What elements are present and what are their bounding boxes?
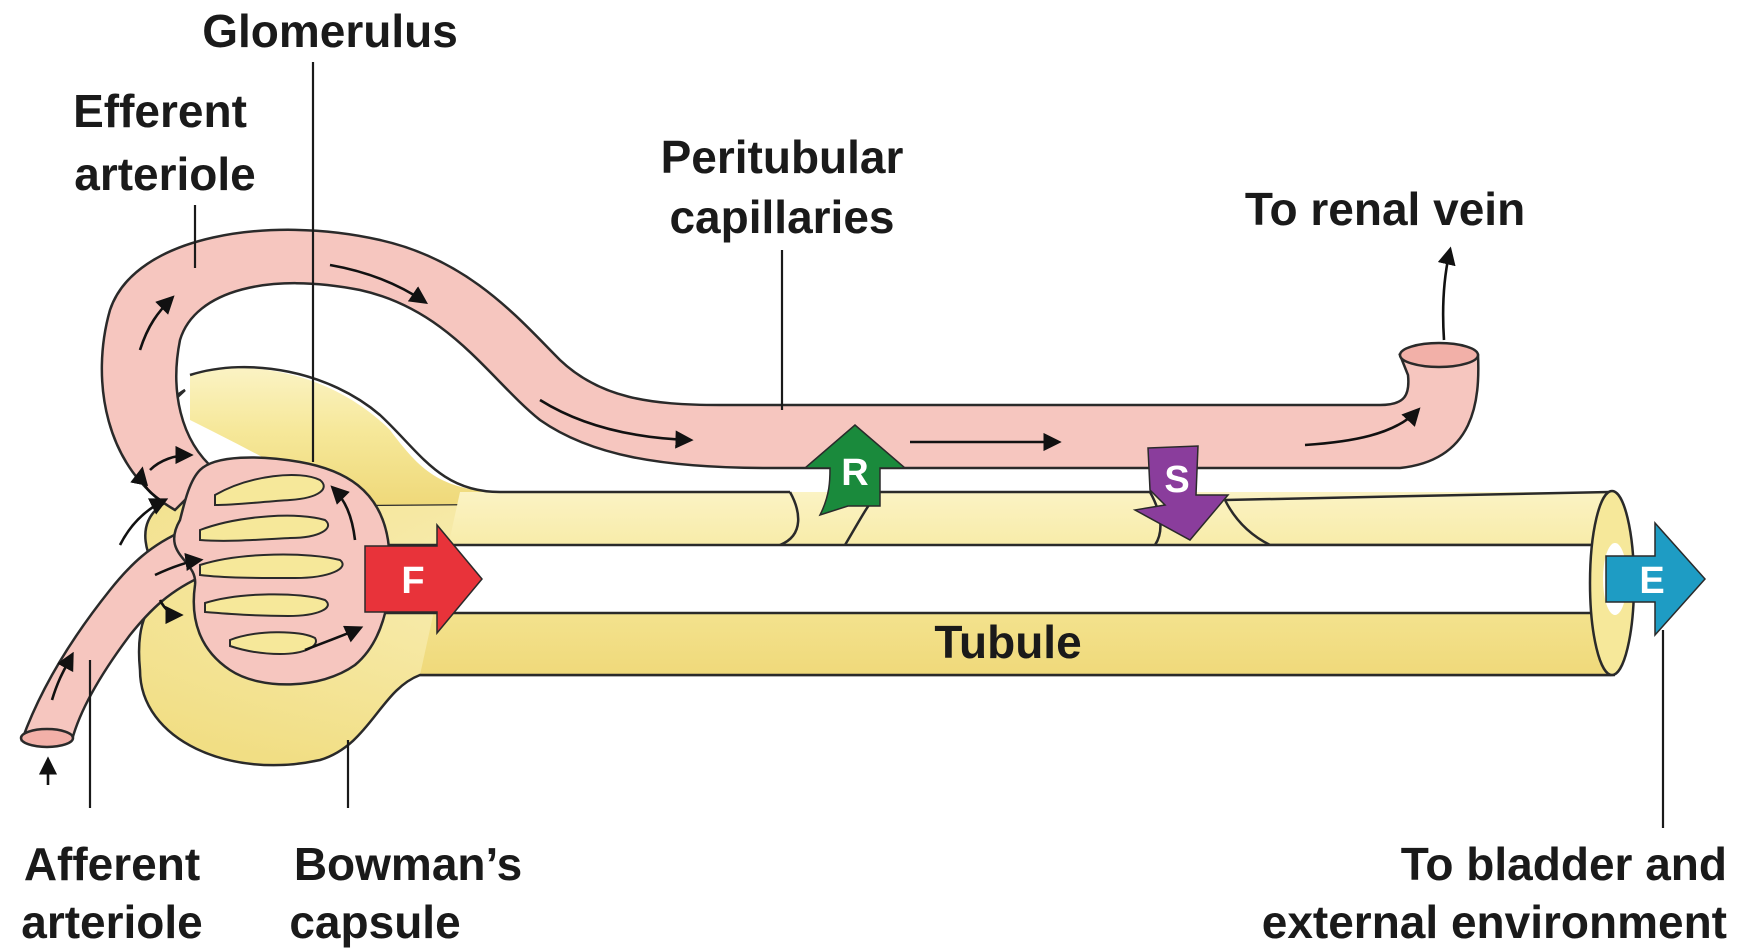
filtration-label: F <box>401 560 424 602</box>
tubule-label: Tubule <box>934 616 1081 668</box>
reabsorption-label: R <box>841 452 868 494</box>
renal-vein-opening <box>1400 343 1478 367</box>
afferent-arteriole-opening <box>21 729 73 747</box>
bladder-label-line2: external environment <box>1262 896 1727 948</box>
tubule-lumen <box>360 545 1610 613</box>
renal-vein-label: To renal vein <box>1245 183 1525 235</box>
peritubular-capillaries-label-line2: capillaries <box>669 191 894 243</box>
bladder-label-line1: To bladder and <box>1401 838 1727 890</box>
bowmans-capsule-label-line1: Bowman’s <box>294 838 522 890</box>
excretion-label: E <box>1639 560 1664 602</box>
bowmans-capsule-label-line2: capsule <box>289 896 460 948</box>
afferent-arteriole-label-line2: arteriole <box>21 896 203 948</box>
efferent-arteriole-label-line1: Efferent <box>73 85 247 137</box>
peritubular-capillaries-label-line1: Peritubular <box>661 131 904 183</box>
efferent-arteriole-label-line2: arteriole <box>74 148 256 200</box>
secretion-label: S <box>1164 459 1189 501</box>
afferent-arteriole-label-line1: Afferent <box>24 838 200 890</box>
glomerulus-label: Glomerulus <box>202 5 458 57</box>
